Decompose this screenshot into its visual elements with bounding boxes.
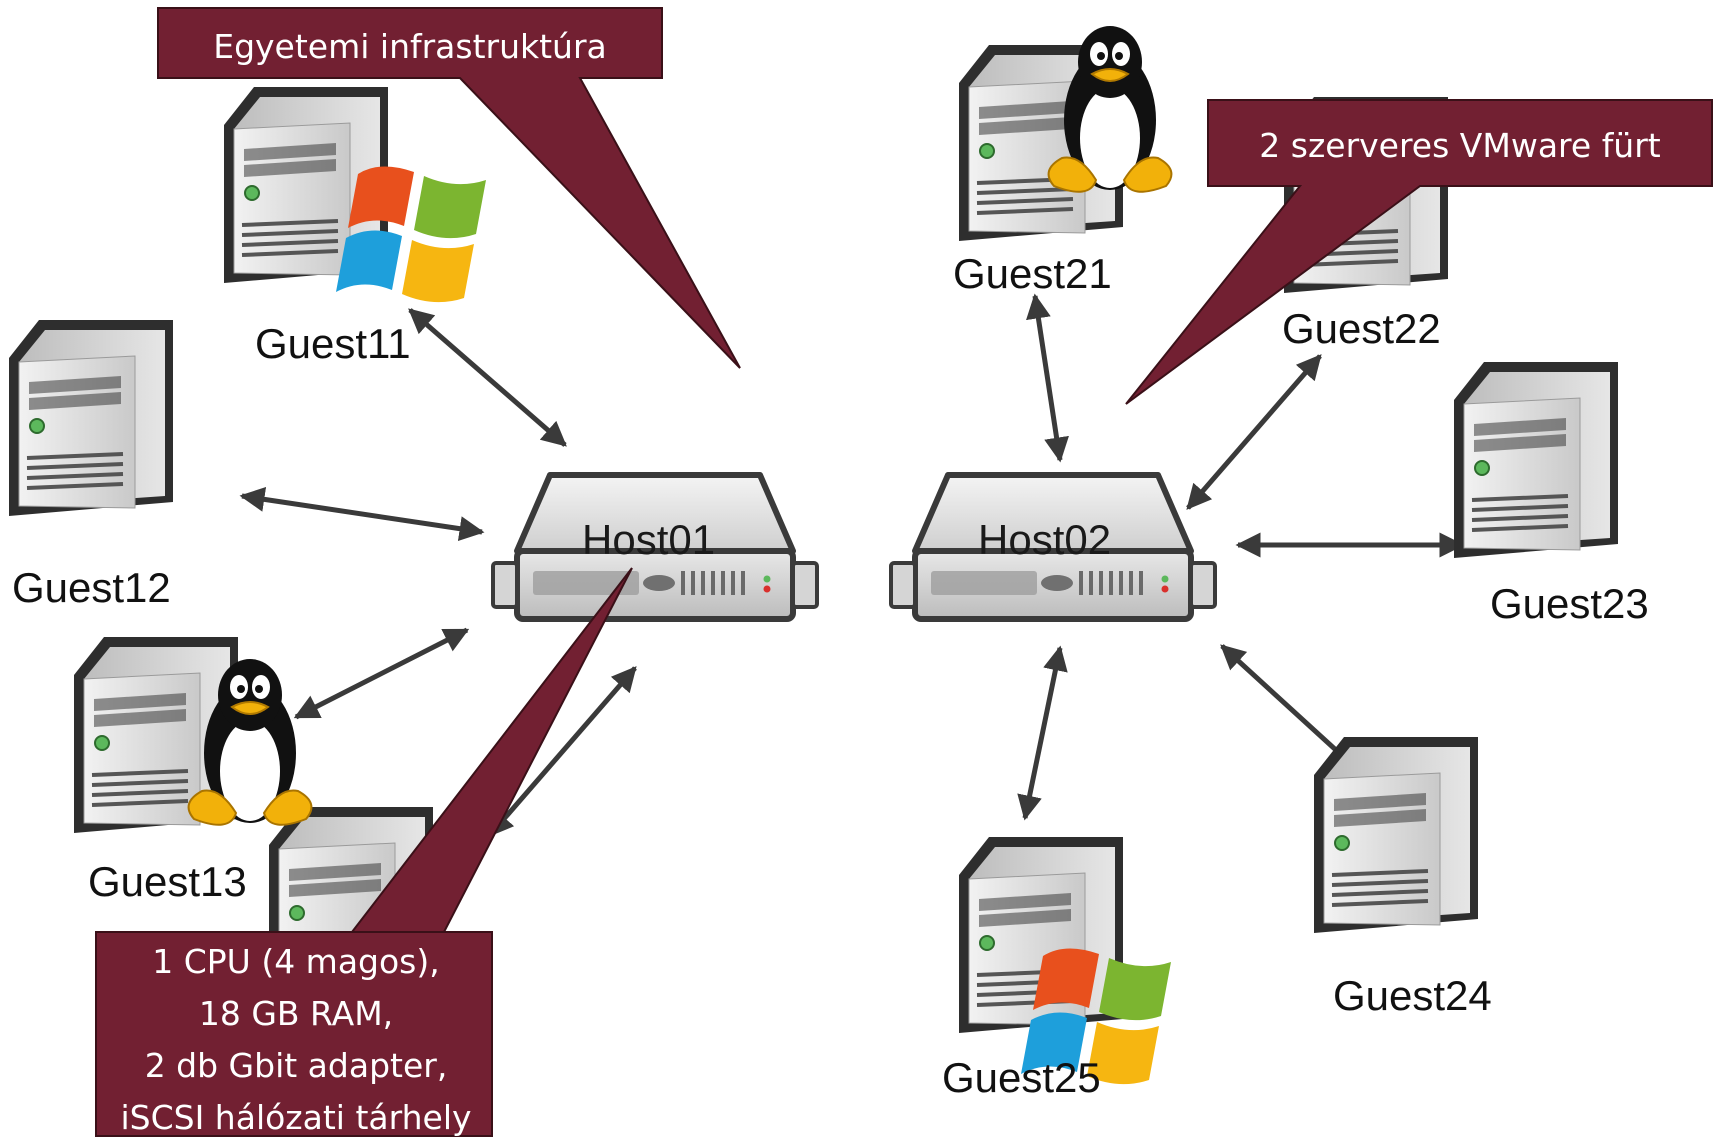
guest23-server-icon [1452,360,1620,560]
callout-cluster: 2 szerveres VMware fürt [1125,99,1713,405]
arrow-guest12-host01 [239,486,485,542]
host01-label: Host01 [582,516,715,563]
callout-specs: 1 CPU (4 magos), 18 GB RAM, 2 db Gbit ad… [95,567,633,1137]
arrow-guest13-host01 [293,627,470,720]
guest13-label: Guest13 [88,858,247,905]
callout-university-text: Egyetemi infrastruktúra [213,27,607,66]
guest12-server-icon [7,318,175,518]
guest11-windows-logo-icon [336,166,486,303]
guest11-label: Guest11 [255,320,411,367]
specs-line-4: iSCSI hálózati tárhely [120,1098,471,1137]
arrow-guest25-host02 [1017,645,1068,821]
callout-university: Egyetemi infrastruktúra [157,7,741,369]
host02-label: Host02 [978,516,1111,563]
guest24-server-icon [1312,735,1480,935]
arrow-guest22-host02 [1186,354,1322,510]
guest23-label: Guest23 [1490,580,1649,627]
connection-arrows [239,293,1465,837]
guest25-label: Guest25 [942,1054,1101,1101]
specs-line-1: 1 CPU (4 magos), [152,942,440,981]
specs-line-2: 18 GB RAM, [199,994,393,1033]
guest12-label: Guest12 [12,564,171,611]
guest21-label: Guest21 [953,250,1112,297]
callout-cluster-text: 2 szerveres VMware fürt [1259,126,1661,165]
arrow-guest21-host02 [1026,293,1069,463]
arrow-guest14-host01 [488,666,637,837]
specs-line-3: 2 db Gbit adapter, [145,1046,448,1085]
arrow-guest11-host01 [408,308,567,447]
guest22-label: Guest22 [1282,305,1441,352]
guest24-label: Guest24 [1333,972,1492,1019]
